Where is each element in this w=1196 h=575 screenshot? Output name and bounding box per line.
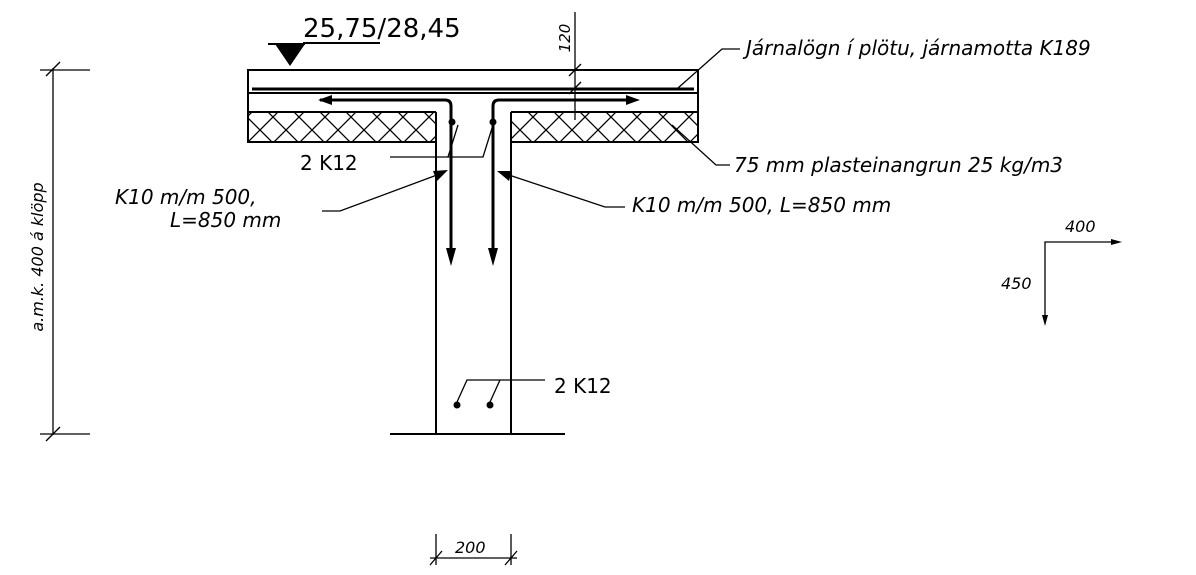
wall-width-dimension [429, 534, 518, 566]
left-stirrup-label-line2: L=850 mm [170, 208, 281, 232]
wall-width-label: 200 [455, 538, 486, 557]
bottom-bar-right [486, 401, 494, 409]
bottom-bar-left [453, 401, 461, 409]
top-bar-left [448, 118, 456, 126]
concrete-slab [247, 69, 699, 113]
slab-thickness-label: 120 [556, 24, 574, 53]
insulation-leader [671, 124, 730, 166]
elevation-label: 25,75/28,45 [303, 14, 461, 44]
left-stirrup-bar [318, 95, 456, 266]
wall-top-gap [436, 111, 511, 143]
top-bars-leader [390, 124, 494, 158]
left-stirrup-leader [322, 170, 448, 212]
right-stirrup-leader [497, 171, 625, 208]
height-dimension [40, 61, 90, 442]
height-note: a.m.k. 400 á klöpp [28, 182, 47, 331]
left-stirrup-label-line1: K10 m/m 500, [115, 185, 257, 209]
insulation-label: 75 mm plasteinangrun 25 kg/m3 [734, 153, 1063, 177]
top-bars-label: 2 K12 [300, 151, 358, 175]
bottom-bars-label: 2 K12 [554, 374, 612, 398]
bend-width-label: 400 [1065, 217, 1096, 236]
slab-reinforcement-leader [677, 48, 740, 89]
elevation-marker [268, 43, 305, 66]
right-stirrup-label: K10 m/m 500, L=850 mm [632, 193, 891, 217]
bottom-bars-leader [456, 379, 545, 403]
top-bar-right [489, 118, 497, 126]
concrete-wall [390, 112, 565, 435]
bend-height-label: 450 [1001, 274, 1032, 293]
bend-shape [1042, 239, 1122, 326]
right-stirrup-bar [488, 95, 640, 266]
slab-reinforcement-label: Járnalögn í plötu, járnamotta K189 [742, 36, 1091, 60]
